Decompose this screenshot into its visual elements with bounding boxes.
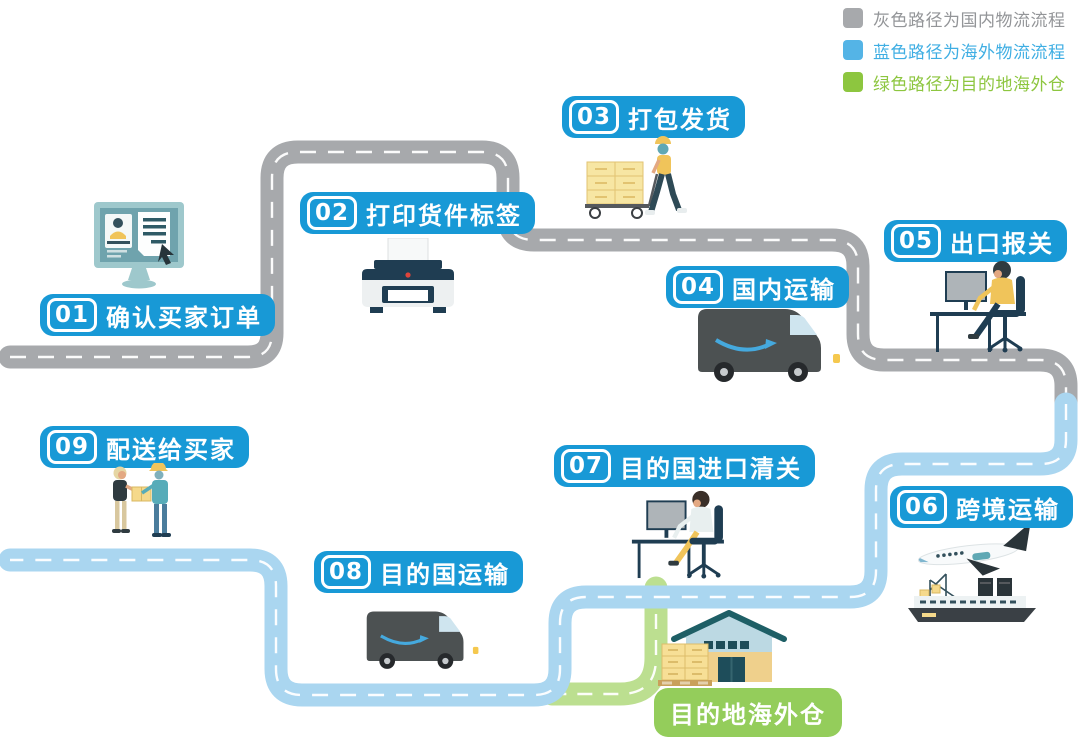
- step-01-badge: 01 确认买家订单: [40, 294, 276, 336]
- step-label: 目的国进口清关: [620, 454, 803, 483]
- delivery-van-icon: [366, 611, 479, 669]
- step-label: 确认买家订单: [106, 303, 263, 332]
- legend-label: 灰色路径为国内物流流程: [873, 10, 1066, 31]
- step-number: 05: [891, 224, 942, 258]
- package-handoff-icon: [112, 463, 171, 537]
- step-label: 打包发货: [628, 105, 733, 134]
- step-number: 09: [47, 430, 98, 464]
- customs-clerk-icon: [631, 490, 724, 579]
- step-02-badge: 02 打印货件标签: [300, 192, 536, 234]
- green-swatch-icon: [843, 72, 863, 92]
- step-label: 配送给买家: [106, 435, 237, 464]
- step-number: 03: [569, 100, 620, 134]
- step-09-badge: 09 配送给买家: [40, 426, 250, 468]
- road-green-path: [540, 576, 668, 706]
- step-label: 国内运输: [732, 275, 837, 304]
- legend: 灰色路径为国内物流流程 蓝色路径为海外物流流程 绿色路径为目的地海外仓: [843, 2, 1066, 98]
- gray-swatch-icon: [843, 8, 863, 28]
- step-07-badge: 07 目的国进口清关: [554, 445, 816, 487]
- step-label: 打印货件标签: [366, 201, 523, 230]
- warehouse-icon: [658, 610, 787, 686]
- warehouse-badge: 目的地海外仓: [654, 688, 842, 737]
- step-number: 02: [307, 196, 358, 230]
- plane-ship-icon: [908, 528, 1036, 622]
- legend-label: 绿色路径为目的地海外仓: [873, 74, 1066, 95]
- step-number: 04: [673, 270, 724, 304]
- step-05-badge: 05 出口报关: [884, 220, 1068, 262]
- step-label: 出口报关: [950, 229, 1055, 258]
- step-number: 06: [897, 490, 948, 524]
- step-03-badge: 03 打包发货: [562, 96, 746, 138]
- step-06-badge: 06 跨境运输: [890, 486, 1074, 528]
- legend-item-overseas: 蓝色路径为海外物流流程: [843, 34, 1066, 66]
- order-monitor-icon: [94, 202, 184, 289]
- warehouse-label: 目的地海外仓: [670, 701, 826, 729]
- step-08-badge: 08 目的国运输: [314, 551, 524, 593]
- legend-label: 蓝色路径为海外物流流程: [873, 42, 1066, 63]
- step-number: 08: [321, 555, 372, 589]
- legend-item-warehouse: 绿色路径为目的地海外仓: [843, 66, 1066, 98]
- delivery-van-icon: [698, 309, 840, 382]
- step-04-badge: 04 国内运输: [666, 266, 850, 308]
- step-number: 01: [47, 298, 98, 332]
- packing-cart-icon: [585, 136, 687, 219]
- step-number: 07: [561, 449, 612, 483]
- legend-item-domestic: 灰色路径为国内物流流程: [843, 2, 1066, 34]
- printer-icon: [362, 238, 454, 313]
- step-label: 目的国运输: [380, 560, 511, 589]
- blue-swatch-icon: [843, 40, 863, 60]
- customs-clerk-icon: [930, 261, 1026, 353]
- step-label: 跨境运输: [956, 495, 1061, 524]
